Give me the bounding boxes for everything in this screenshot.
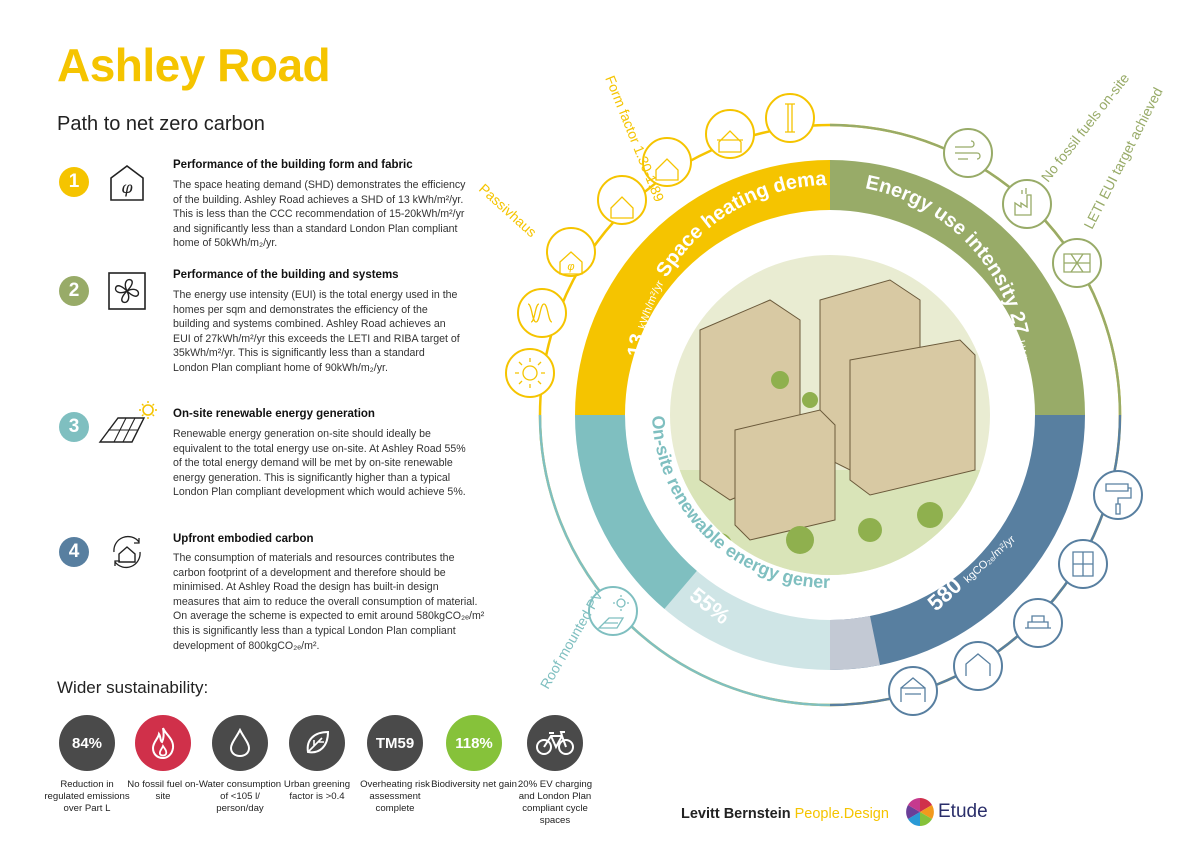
wider-sustainability-title: Wider sustainability: (57, 678, 209, 697)
section-3-body: Renewable energy generation on-site shou… (173, 428, 466, 499)
passivhaus-label: Passivhaus (476, 180, 540, 240)
bicycle-icon (536, 731, 574, 755)
section-3-title: On-site renewable energy generation (173, 408, 375, 420)
net-zero-ring-diagram: 13 kWh/m²/yr Space heating demand Energy… (470, 55, 1166, 716)
badge-fossil-label: No fossil fuel on-site (127, 779, 199, 802)
section-2-body: The energy use intensity (EUI) is the to… (173, 289, 460, 374)
recycle-house-icon (113, 535, 141, 569)
column-circle-icon (765, 93, 815, 143)
etude-logo-text: Etude (938, 801, 988, 822)
water-drop-icon (229, 728, 251, 758)
levitt-bernstein-logo: Levitt Bernstein People.Design (681, 806, 889, 822)
sun-circle-icon (505, 348, 555, 398)
paint-roller-circle-icon (1093, 470, 1143, 520)
svg-text:φ: φ (567, 261, 574, 273)
badge-tm59: TM59 (367, 715, 423, 771)
house-circle-icon-3 (705, 109, 755, 159)
house-circle-icon-1 (597, 175, 647, 225)
badge-emissions-label: Reduction in regulated emissions over Pa… (44, 779, 130, 814)
section-3-number: 3 (59, 412, 89, 442)
section-2-title: Performance of the building and systems (173, 269, 399, 281)
badge-biodiversity: 118% (446, 715, 502, 771)
section-4-number: 4 (59, 537, 89, 567)
section-1-number: 1 (59, 167, 89, 197)
roof-pv-circle-icon (588, 586, 638, 636)
badge-greening-label: Urban greening factor is >0.4 (283, 779, 351, 802)
fan-icon (108, 272, 146, 310)
section-4-title: Upfront embodied carbon (173, 533, 314, 545)
solar-panel-icon (98, 401, 157, 443)
shd-quadrant (575, 160, 830, 415)
etude-flower-logo (906, 798, 934, 826)
development-illustration (670, 255, 990, 575)
svg-text:φ: φ (121, 178, 133, 197)
badge-tm59-label: Overheating risk assessment complete (360, 779, 430, 814)
badge-greening (289, 715, 345, 771)
badge-water-label: Water consumption of <105 l/ person/day (198, 779, 282, 814)
badge-emissions: 84% (59, 715, 115, 771)
passivhaus-house-icon: φ (110, 165, 144, 201)
renewable-quadrant-fill (575, 415, 697, 609)
leaf-icon (306, 730, 330, 754)
flame-icon (151, 727, 175, 760)
section-1-body: The space heating demand (SHD) demonstra… (173, 179, 466, 250)
badge-cycle-label: 20% EV charging and London Plan complian… (517, 779, 593, 826)
badge-fossil (135, 715, 191, 771)
badge-biodiversity-label: Biodiversity net gain (431, 779, 517, 790)
badge-water (212, 715, 268, 771)
frame-circle-icon (888, 666, 938, 716)
page-subtitle: Path to net zero carbon (57, 113, 265, 135)
section-4-body: The consumption of materials and resourc… (173, 552, 485, 652)
section-1-title: Performance of the building form and fab… (173, 159, 413, 171)
section-2-number: 2 (59, 276, 89, 306)
roof-pv-label: Roof mounted PV (537, 587, 606, 691)
badge-cycle (527, 715, 583, 771)
insulation-circle-icon (517, 288, 567, 338)
house-circle-icon-2 (642, 137, 692, 187)
eui-quadrant (830, 160, 1085, 415)
embodied-remainder (830, 616, 880, 670)
page-title: Ashley Road (57, 39, 331, 91)
house-frame-circle-icon (953, 641, 1003, 691)
brick-circle-icon (1013, 598, 1063, 648)
